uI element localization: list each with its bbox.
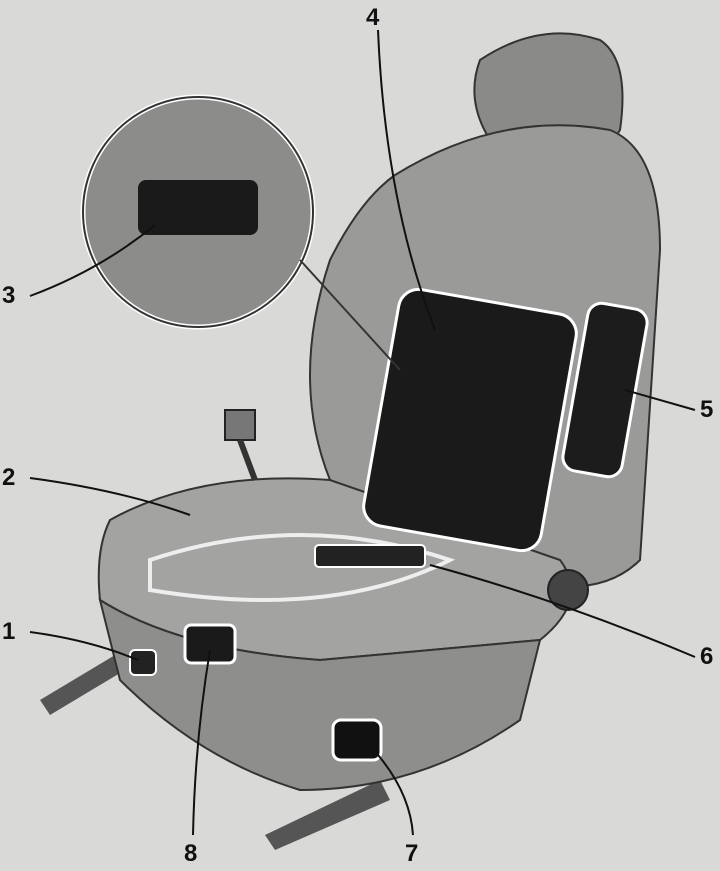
side-airbag bbox=[561, 301, 649, 479]
cushion-heating-element bbox=[148, 533, 456, 602]
callout-3: 3 bbox=[2, 282, 16, 309]
callout-8: 8 bbox=[184, 840, 198, 867]
callout-4: 4 bbox=[366, 4, 380, 31]
callout-7: 7 bbox=[405, 840, 419, 867]
side-control-unit bbox=[331, 718, 383, 762]
occupancy-sensor bbox=[314, 544, 426, 568]
callout-2: 2 bbox=[2, 464, 16, 491]
seat-belt-buckle bbox=[224, 409, 258, 482]
callout-5: 5 bbox=[700, 396, 714, 423]
magnifier-inset bbox=[80, 94, 401, 371]
callout-6: 6 bbox=[700, 643, 714, 670]
recline-knob bbox=[547, 569, 589, 611]
seat-switch bbox=[183, 623, 237, 665]
seat-connector bbox=[129, 649, 157, 676]
leader-lines bbox=[29, 29, 696, 836]
backrest-heating-element bbox=[362, 287, 578, 553]
callout-1: 1 bbox=[2, 618, 16, 645]
